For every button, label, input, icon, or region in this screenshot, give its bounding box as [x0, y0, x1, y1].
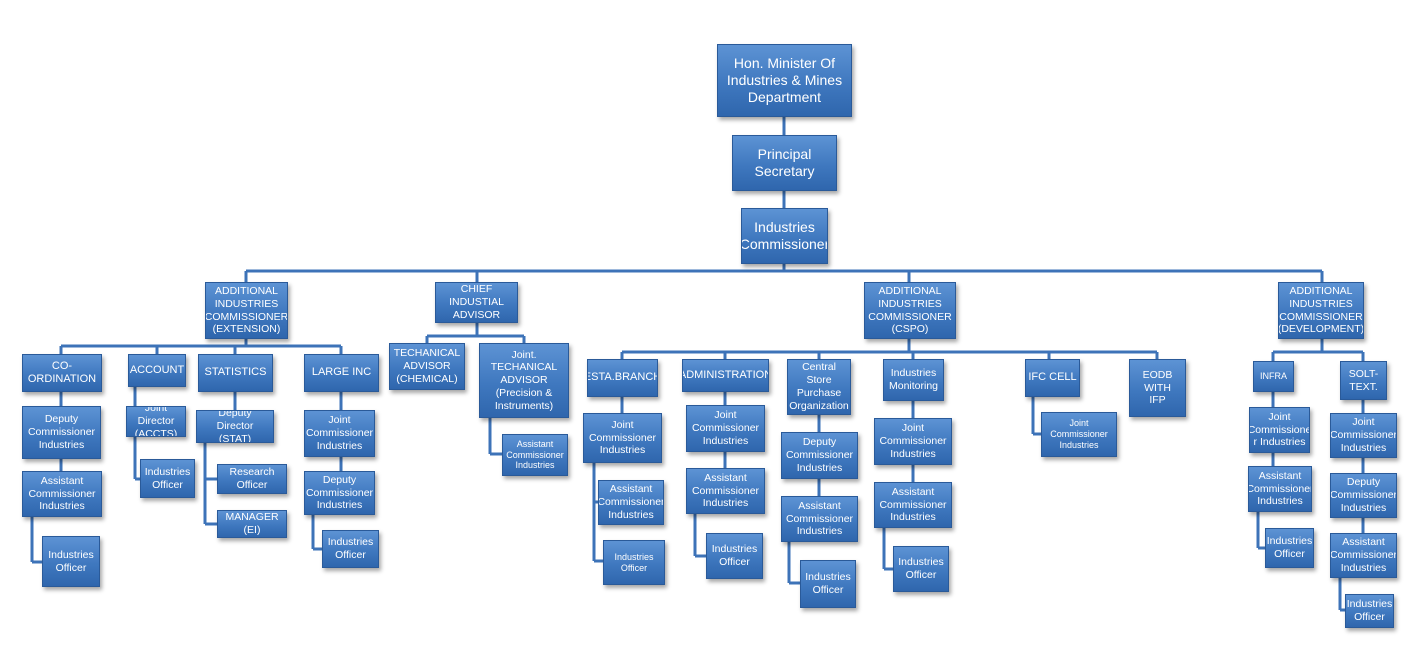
stat-research-officer-box: Research Officer — [217, 464, 287, 494]
industries-monitoring-box: Industries Monitoring — [883, 359, 944, 401]
solt-text-box: SOLT- TEXT. — [1340, 361, 1387, 400]
monitoring-industries-officer-box: Industries Officer — [893, 546, 949, 592]
solt-assistant-commissioner-box: Assistant Commissioner Industries — [1330, 533, 1397, 578]
infra-joint-commissioner-box: Joint Commissione r Industries — [1249, 407, 1310, 453]
cs-deputy-commissioner-box: Deputy Commissioner Industries — [781, 432, 858, 479]
coordination-assistant-commissioner-box: Assistant Commissioner Industries — [22, 471, 102, 517]
infra-industries-officer-box: Industries Officer — [1265, 528, 1314, 568]
admin-assistant-commissioner-box: Assistant Commissioner Industries — [686, 468, 765, 514]
technical-advisor-chemical-box: TECHANICAL ADVISOR (CHEMICAL) — [389, 343, 465, 390]
ifc-cell-box: IFC CELL — [1025, 359, 1080, 397]
additional-commissioner-cspo-box: ADDITIONAL INDUSTRIES COMMISSIONER (CSPO… — [864, 282, 956, 339]
joint-technical-advisor-box: Joint. TECHANICAL ADVISOR (Precision & I… — [479, 343, 569, 418]
cs-assistant-commissioner-box: Assistant Commissioner Industries — [781, 496, 858, 542]
large-inc-box: LARGE INC — [304, 354, 379, 392]
solt-industries-officer-box: Industries Officer — [1345, 594, 1394, 628]
minister-box: Hon. Minister Of Industries & Mines Depa… — [717, 44, 852, 117]
account-joint-director-box: Joint Director (ACCTS) — [126, 406, 186, 437]
esta-branch-box: ESTA.BRANCH — [587, 359, 658, 397]
administration-box: ADMINISTRATION — [682, 359, 769, 392]
stat-deputy-director-box: Deputy Director (STAT) — [196, 410, 274, 443]
stat-manager-box: MANAGER (EI) — [217, 510, 287, 538]
chief-industrial-advisor-box: CHIEF INDUSTIAL ADVISOR — [435, 282, 518, 323]
esta-joint-commissioner-box: Joint Commissioner Industries — [583, 413, 662, 463]
monitoring-assistant-commissioner-box: Assistant Commissioner Industries — [874, 482, 952, 528]
infra-box: INFRA — [1253, 361, 1294, 392]
coordination-industries-officer-box: Industries Officer — [42, 536, 100, 587]
additional-commissioner-extension-box: ADDITIONAL INDUSTRIES COMMISSIONER (EXTE… — [205, 282, 288, 339]
solt-deputy-commissioner-box: Deputy Commissioner Industries — [1330, 473, 1397, 518]
account-industries-officer-box: Industries Officer — [140, 459, 195, 498]
coordination-deputy-commissioner-box: Deputy Commissioner Industries — [22, 406, 101, 459]
infra-assistant-commissioner-box: Assistant Commissioner Industries — [1248, 466, 1312, 512]
central-store-box: Central Store Purchase Organization — [787, 359, 851, 415]
industries-commissioner-box: Industries Commissioner — [741, 208, 828, 264]
large-joint-commissioner-box: Joint Commissioner Industries — [304, 410, 375, 457]
statistics-box: STATISTICS — [198, 354, 273, 392]
large-deputy-commissioner-box: Deputy Commissioner Industries — [304, 471, 375, 515]
advisor-assistant-commissioner-box: Assistant Commissioner Industries — [502, 434, 568, 476]
coordination-box: CO-ORDINATION — [22, 354, 102, 392]
large-industries-officer-box: Industries Officer — [322, 530, 379, 568]
eodb-with-ifp-box: EODB WITH IFP — [1129, 359, 1186, 417]
account-box: ACCOUNT — [128, 354, 186, 387]
additional-commissioner-development-box: ADDITIONAL INDUSTRIES COMMISSIONER (DEVE… — [1278, 282, 1364, 339]
admin-joint-commissioner-box: Joint Commissioner Industries — [686, 405, 765, 452]
esta-industries-officer-box: Industries Officer — [603, 540, 665, 585]
cs-industries-officer-box: Industries Officer — [800, 560, 856, 608]
ifc-joint-commissioner-box: Joint Commissioner Industries — [1041, 412, 1117, 457]
monitoring-joint-commissioner-box: Joint Commissioner Industries — [874, 418, 952, 465]
esta-assistant-commissioner-box: Assistant Commissioner Industries — [598, 480, 664, 525]
solt-joint-commissioner-box: Joint Commissioner Industries — [1330, 413, 1397, 458]
principal-secretary-box: Principal Secretary — [732, 135, 837, 191]
admin-industries-officer-box: Industries Officer — [706, 533, 763, 579]
